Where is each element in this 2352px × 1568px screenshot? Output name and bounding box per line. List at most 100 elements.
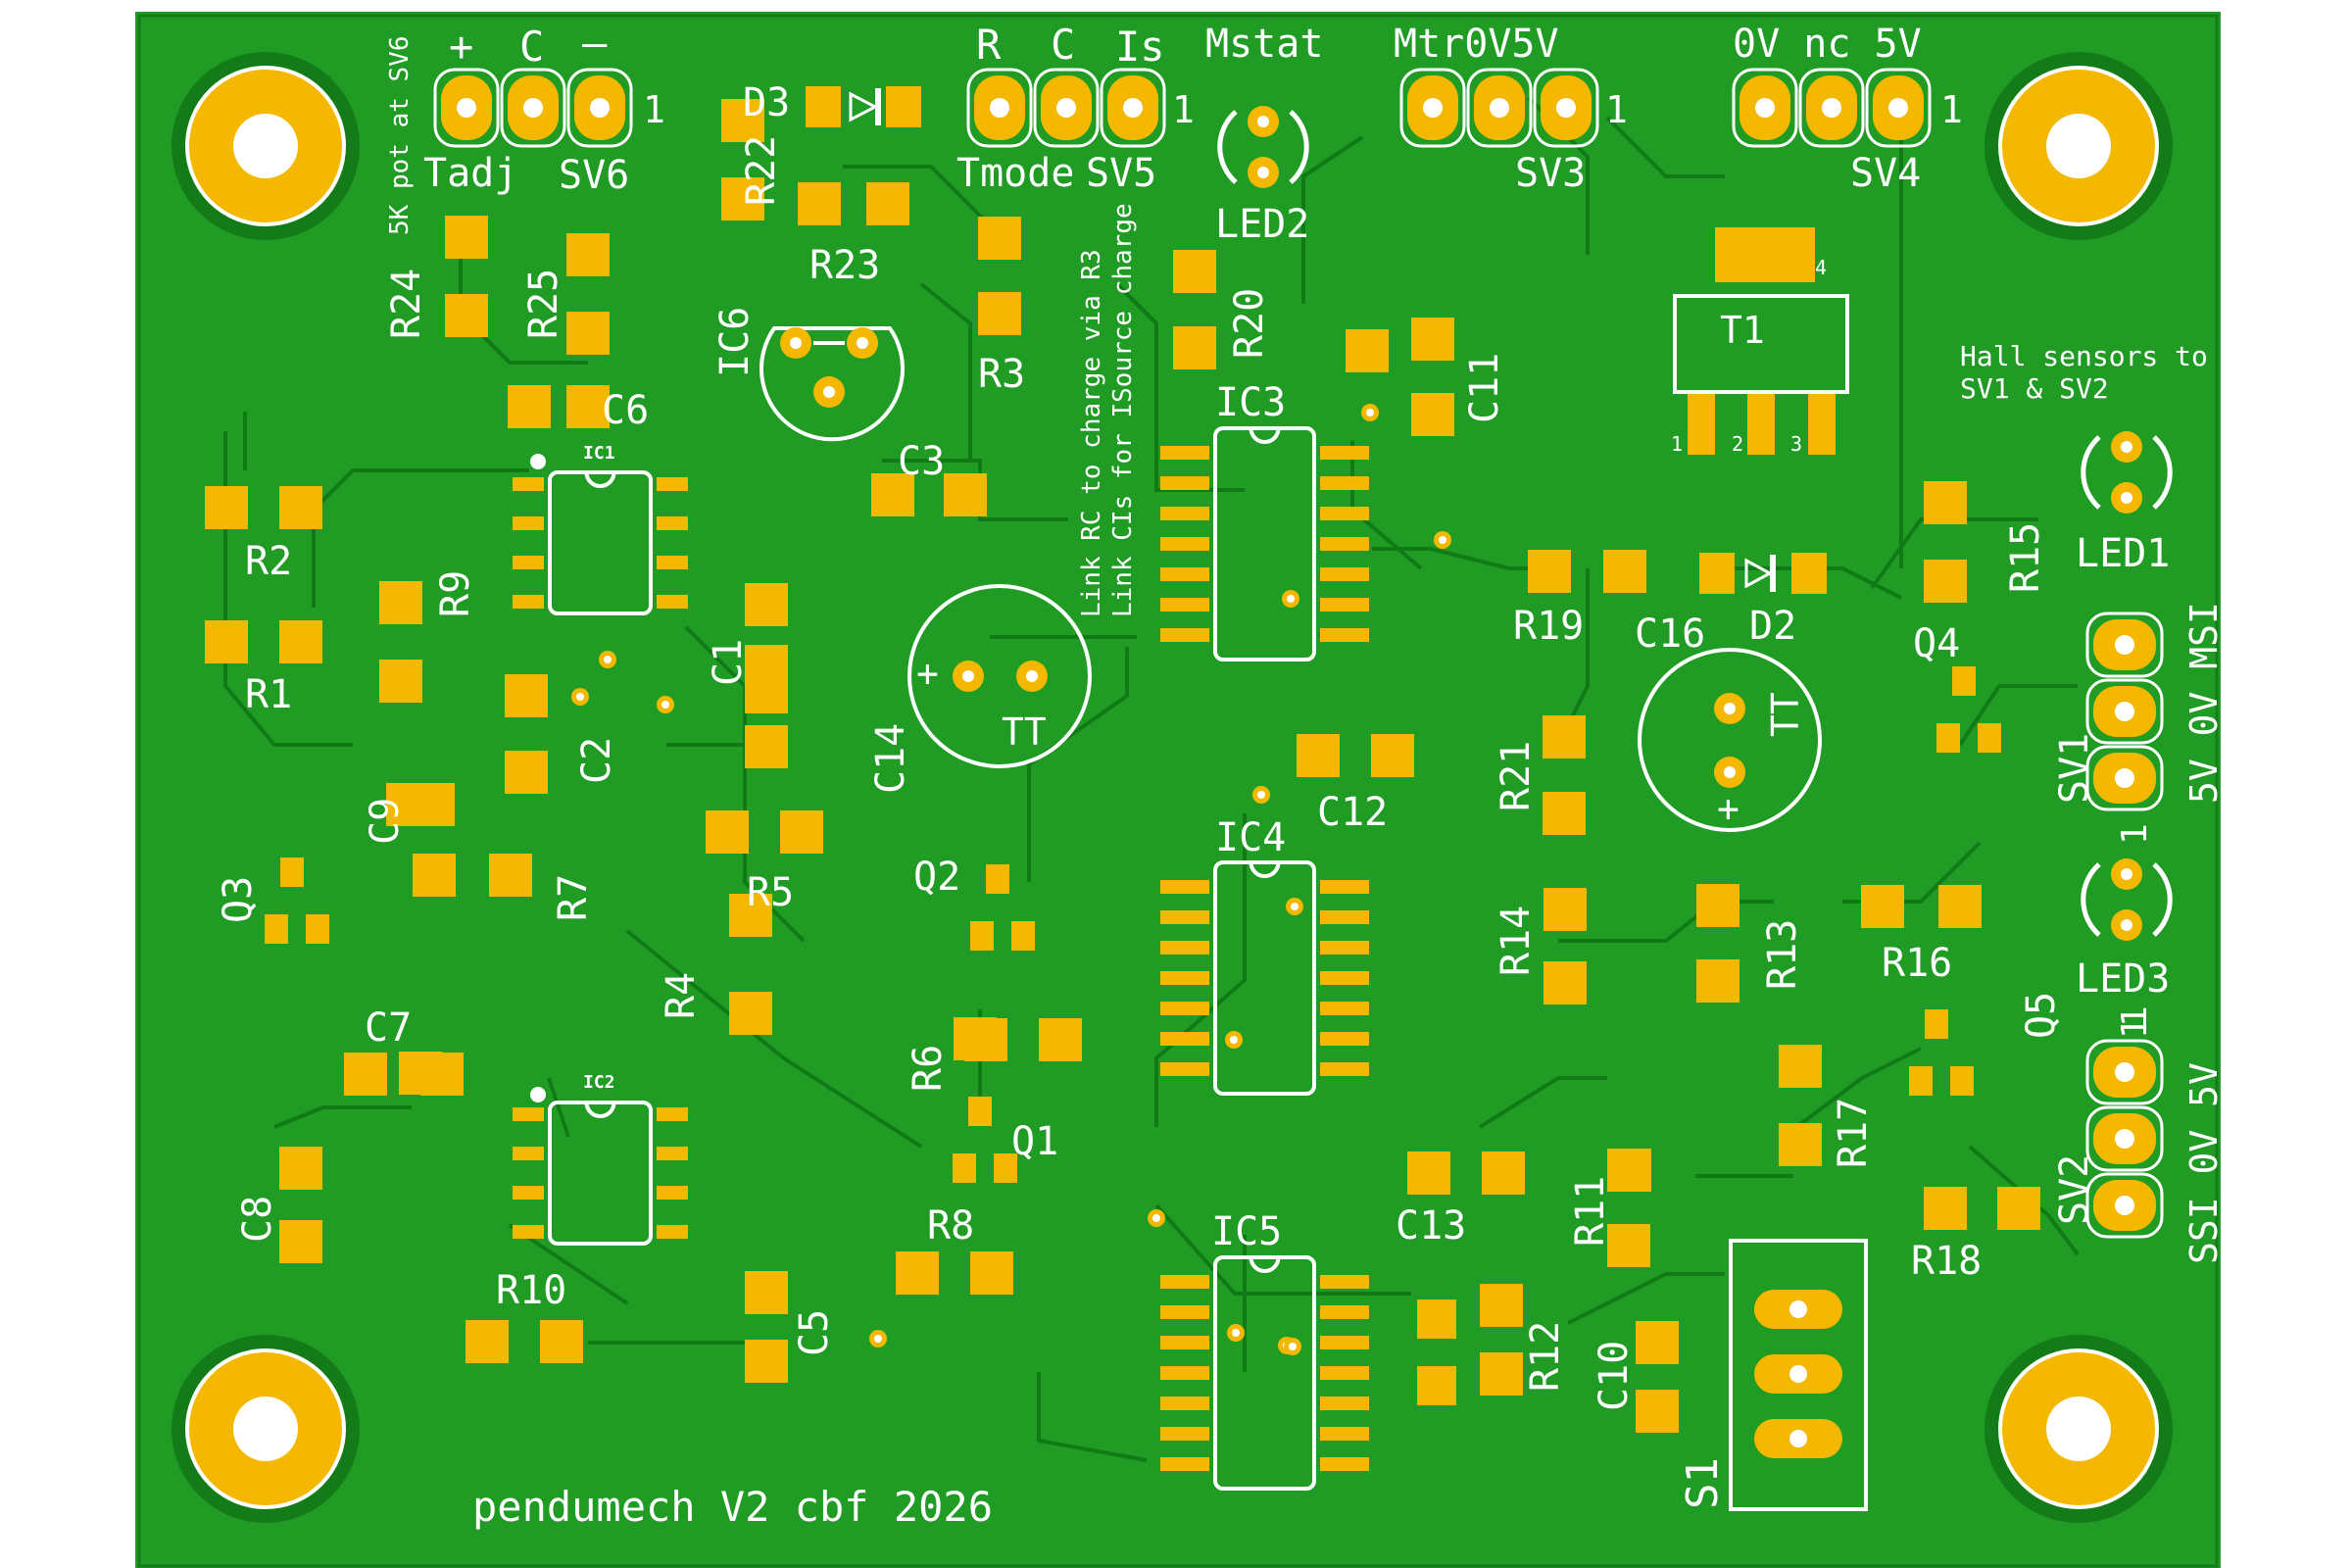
ic2-label: IC2 <box>583 1072 615 1093</box>
led1-label: LED1 <box>2076 531 2170 576</box>
q1-pad1 <box>968 1097 992 1126</box>
q4-pad1 <box>1952 666 1976 696</box>
q2-label: Q2 <box>913 855 960 900</box>
c7-label: C7 <box>365 1005 412 1051</box>
led3-label: LED3 <box>2076 956 2170 1002</box>
copper-traces <box>223 96 2080 1462</box>
smd-pads <box>205 99 2040 1433</box>
header-sv5 <box>966 68 1166 148</box>
led3-pin1: 1 <box>2115 1017 2155 1039</box>
c16-tt: TT <box>1764 692 1807 737</box>
ic4-label: IC4 <box>1215 815 1286 860</box>
c10-label: C10 <box>1592 1341 1637 1411</box>
r19-label: R19 <box>1513 604 1584 649</box>
r14-label: R14 <box>1494 906 1539 976</box>
c16-plus: + <box>1717 787 1740 830</box>
q4-label: Q4 <box>1913 621 1960 666</box>
c14-label: C14 <box>868 723 913 794</box>
header-sv6 <box>433 68 633 148</box>
r9-label: R9 <box>433 570 478 617</box>
mounting-hole-tl <box>172 52 360 240</box>
led2-label: LED2 <box>1215 202 1309 247</box>
cap-c14: + TT C14 <box>868 584 1092 794</box>
sot23-pads <box>265 666 2001 1183</box>
sv6-pin-c: C <box>519 23 544 71</box>
diode-d3: D3 <box>743 80 921 127</box>
r6-label: R6 <box>906 1045 951 1092</box>
ic1-footprint <box>513 470 688 615</box>
c12-label: C12 <box>1317 790 1388 835</box>
header-sv1 <box>2085 612 2164 811</box>
note-hall1: Hall sensors to <box>1960 340 2208 372</box>
r8-label: R8 <box>927 1203 974 1249</box>
silk-notes: 5K pot at SV6 Link RC to charge via R3 L… <box>385 36 2208 1532</box>
ic6-label: IC6 <box>712 307 758 377</box>
r16-label: R16 <box>1882 941 1952 986</box>
t1-pin2: 2 <box>1732 432 1743 456</box>
sv6-pin-plus: + <box>449 23 473 71</box>
sv1-pins: 5V 0V MSI <box>2182 602 2226 804</box>
ic6-footprint: IC6 <box>712 307 905 442</box>
r3-label: R3 <box>978 352 1025 397</box>
r5-label: R5 <box>747 870 794 915</box>
sv5-pin-r: R <box>976 21 1002 69</box>
c1-label: C1 <box>706 639 751 686</box>
r17-label: R17 <box>1831 1098 1876 1168</box>
t1-pin4: 4 <box>1815 256 1827 279</box>
r10-label: R10 <box>496 1268 566 1313</box>
c14-plus: + <box>916 652 939 695</box>
leds <box>1217 106 2173 941</box>
r4-label: R4 <box>659 972 704 1019</box>
sv6-pin1: 1 <box>643 88 665 131</box>
s1-label: S1 <box>1678 1457 1728 1509</box>
q3-label: Q3 <box>216 876 261 923</box>
led-led3 <box>2081 858 2173 941</box>
ic5-footprint <box>1160 1255 1369 1491</box>
c8-label: C8 <box>235 1196 280 1243</box>
r23-label: R23 <box>809 243 880 288</box>
r12-label: R12 <box>1523 1321 1568 1392</box>
ic3-label: IC3 <box>1215 380 1286 425</box>
ic5-label: IC5 <box>1211 1209 1282 1254</box>
board-title: pendumech V2 cbf 2026 <box>472 1483 993 1531</box>
q2-pad1 <box>986 864 1009 894</box>
mounting-hole-tr <box>1984 52 2173 240</box>
r11-label: R11 <box>1568 1176 1613 1247</box>
ic4-footprint <box>1160 860 1369 1096</box>
sv1-pin1: 1 <box>2115 823 2155 845</box>
sv5-sub: Tmode <box>956 151 1074 196</box>
c11-label: C11 <box>1462 353 1507 423</box>
q1-label: Q1 <box>1011 1119 1058 1164</box>
led-led1 <box>2081 431 2173 514</box>
sv3-pin1: 1 <box>1605 88 1628 131</box>
t1-pin1: 1 <box>1671 432 1683 456</box>
sv3-pins: Mtr0V5V <box>1394 22 1559 67</box>
sv3-label: SV3 <box>1515 151 1586 196</box>
cap-c16: + TT C16 <box>1635 612 1822 832</box>
note-pot: 5K pot at SV6 <box>385 36 415 236</box>
note-link1: Link RC to charge via R3 <box>1077 249 1106 617</box>
sv2-pin1: 1 <box>2115 1005 2155 1027</box>
r21-label: R21 <box>1494 741 1539 811</box>
r18-label: R18 <box>1911 1239 1982 1284</box>
r22-label: R22 <box>739 135 784 206</box>
mounting-hole-br <box>1984 1335 2173 1523</box>
r15-label: R15 <box>2003 522 2048 593</box>
c3-label: C3 <box>898 439 945 484</box>
sv4-pin1: 1 <box>1940 88 1963 131</box>
r2-label: R2 <box>245 539 292 584</box>
switch-s1: S1 <box>1678 1239 1868 1511</box>
led2-top-label: Mstat <box>1205 22 1323 67</box>
c5-label: C5 <box>792 1309 837 1356</box>
pin-headers <box>433 68 2164 1239</box>
sv4-label: SV4 <box>1850 151 1921 196</box>
sv5-label: SV5 <box>1086 151 1156 196</box>
d2-label: D2 <box>1749 604 1796 649</box>
ic-footprints <box>513 426 1369 1491</box>
q5-label: Q5 <box>2019 992 2064 1039</box>
r7-label: R7 <box>551 874 596 921</box>
sv6-sub: Tadj <box>423 151 517 196</box>
component-labels: R1R2R3R4R5R6R7R8R9R10R11R12R13R14R15R16R… <box>216 135 2064 1411</box>
sv6-pin-minus: — <box>582 19 608 67</box>
